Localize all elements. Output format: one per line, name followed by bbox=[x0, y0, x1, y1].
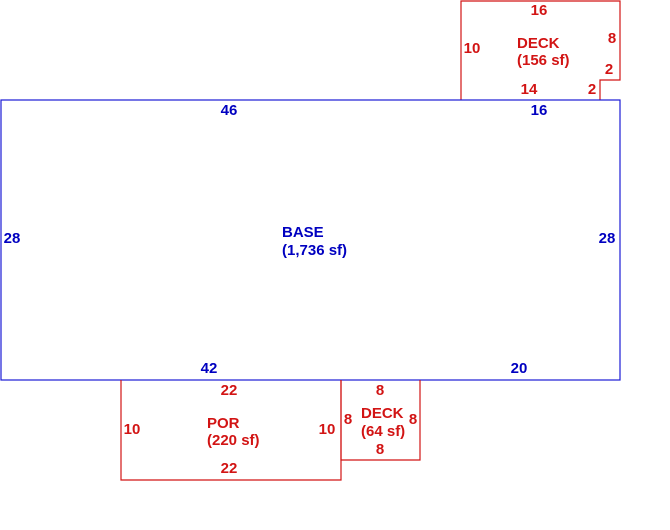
deck-top-dim-left: 10 bbox=[464, 40, 481, 57]
base-dim-bottom-left: 42 bbox=[201, 360, 218, 377]
deck-top-dim-bottom: 14 bbox=[521, 81, 538, 98]
porch-dim-left: 10 bbox=[124, 421, 141, 438]
deck-bottom-dim-top: 8 bbox=[376, 382, 384, 399]
deck-top-dim-step-horizontal: 2 bbox=[588, 81, 596, 98]
deck-top-dim-top: 16 bbox=[531, 2, 548, 19]
porch-dim-bottom: 22 bbox=[221, 460, 238, 477]
deck-top-dim-right: 8 bbox=[608, 30, 616, 47]
deck-bottom-outline bbox=[340, 380, 421, 461]
porch-dim-right: 10 bbox=[319, 421, 336, 438]
base-dim-top: 46 bbox=[221, 102, 238, 119]
deck-top-dim-step-vertical: 2 bbox=[605, 61, 613, 78]
porch-name: POR bbox=[207, 415, 240, 432]
deck-top-name: DECK bbox=[517, 35, 560, 52]
base-dim-top-right: 16 bbox=[531, 102, 548, 119]
deck-bottom-dim-bottom: 8 bbox=[376, 441, 384, 458]
base-area: (1,736 sf) bbox=[282, 242, 347, 259]
base-name: BASE bbox=[282, 224, 324, 241]
deck-bottom-area: (64 sf) bbox=[361, 423, 405, 440]
base-outline bbox=[0, 99, 621, 381]
deck-bottom-name: DECK bbox=[361, 405, 404, 422]
porch-dim-top: 22 bbox=[221, 382, 238, 399]
deck-top-outline bbox=[460, 0, 621, 100]
base-dim-left: 28 bbox=[4, 230, 21, 247]
deck-bottom-dim-left: 8 bbox=[344, 411, 352, 428]
base-dim-right: 28 bbox=[599, 230, 616, 247]
deck-top-area: (156 sf) bbox=[517, 52, 570, 69]
deck-bottom-dim-right: 8 bbox=[409, 411, 417, 428]
porch-area: (220 sf) bbox=[207, 432, 260, 449]
base-dim-bottom-right: 20 bbox=[511, 360, 528, 377]
